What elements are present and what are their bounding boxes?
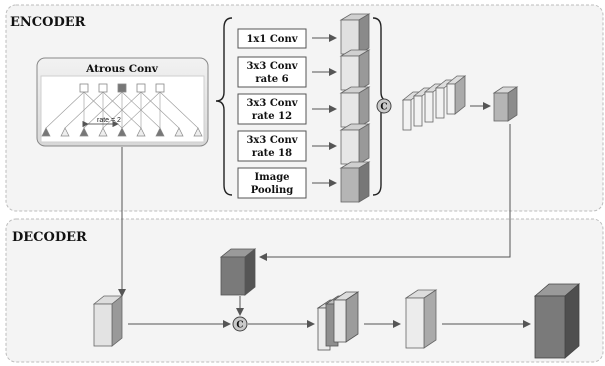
branch-label: 1x1 Conv: [246, 34, 298, 45]
atrous-output-nodes: [79, 83, 165, 93]
branch-label: 3x3 Conv: [246, 135, 298, 146]
branch-3x3-rate12: 3x3 Conv rate 12: [237, 93, 307, 125]
branch-label: 3x3 Conv: [246, 61, 298, 72]
decoder-concat-stack: [316, 291, 360, 351]
rate-label: rate = 2: [97, 117, 121, 124]
concat-symbol: C: [380, 103, 387, 113]
decoder-panel: [5, 218, 604, 363]
atrous-conv-box: Atrous Conv rate = 2: [36, 57, 209, 147]
branch-feature-maps: [339, 13, 371, 203]
branch-image-pooling: Image Pooling: [237, 167, 307, 199]
branch-3x3-rate18: 3x3 Conv rate 18: [237, 130, 307, 162]
feature-map-2: [339, 49, 371, 91]
branch-sublabel: Pooling: [251, 185, 293, 196]
branch-1x1-conv: 1x1 Conv: [237, 28, 307, 49]
decoder-title: DECODER: [12, 230, 87, 245]
branch-label: 3x3 Conv: [246, 98, 298, 109]
atrous-conv-title: Atrous Conv: [85, 63, 159, 75]
encoder-title: ENCODER: [10, 15, 86, 30]
feature-map-4: [339, 123, 371, 165]
left-brace: [215, 17, 233, 196]
decoder-concat-node: C: [232, 316, 248, 332]
branch-arrows: [312, 34, 337, 187]
feature-map-3: [339, 86, 371, 128]
final-output-map: [533, 283, 581, 359]
branch-3x3-rate6: 3x3 Conv rate 6: [237, 56, 307, 88]
decoder-refined-feature: [404, 289, 438, 349]
branch-label: Image: [254, 172, 289, 183]
branch-sublabel: rate 18: [252, 148, 292, 159]
branch-sublabel: rate 12: [252, 111, 292, 122]
encoder-concat-node: C: [376, 98, 392, 114]
low-level-feature-map: [92, 295, 124, 347]
concatenated-feature-stack: [401, 75, 467, 131]
feature-map-5: [339, 161, 371, 203]
decoder-upsampled-feature: [219, 248, 257, 296]
atrous-input-nodes: [41, 127, 203, 137]
encoder-output-map: [492, 86, 519, 122]
feature-map-1: [339, 13, 371, 55]
encoder-to-decoder-arrow: [259, 124, 511, 261]
branch-sublabel: rate 6: [255, 74, 288, 85]
concat-symbol: C: [236, 321, 243, 331]
